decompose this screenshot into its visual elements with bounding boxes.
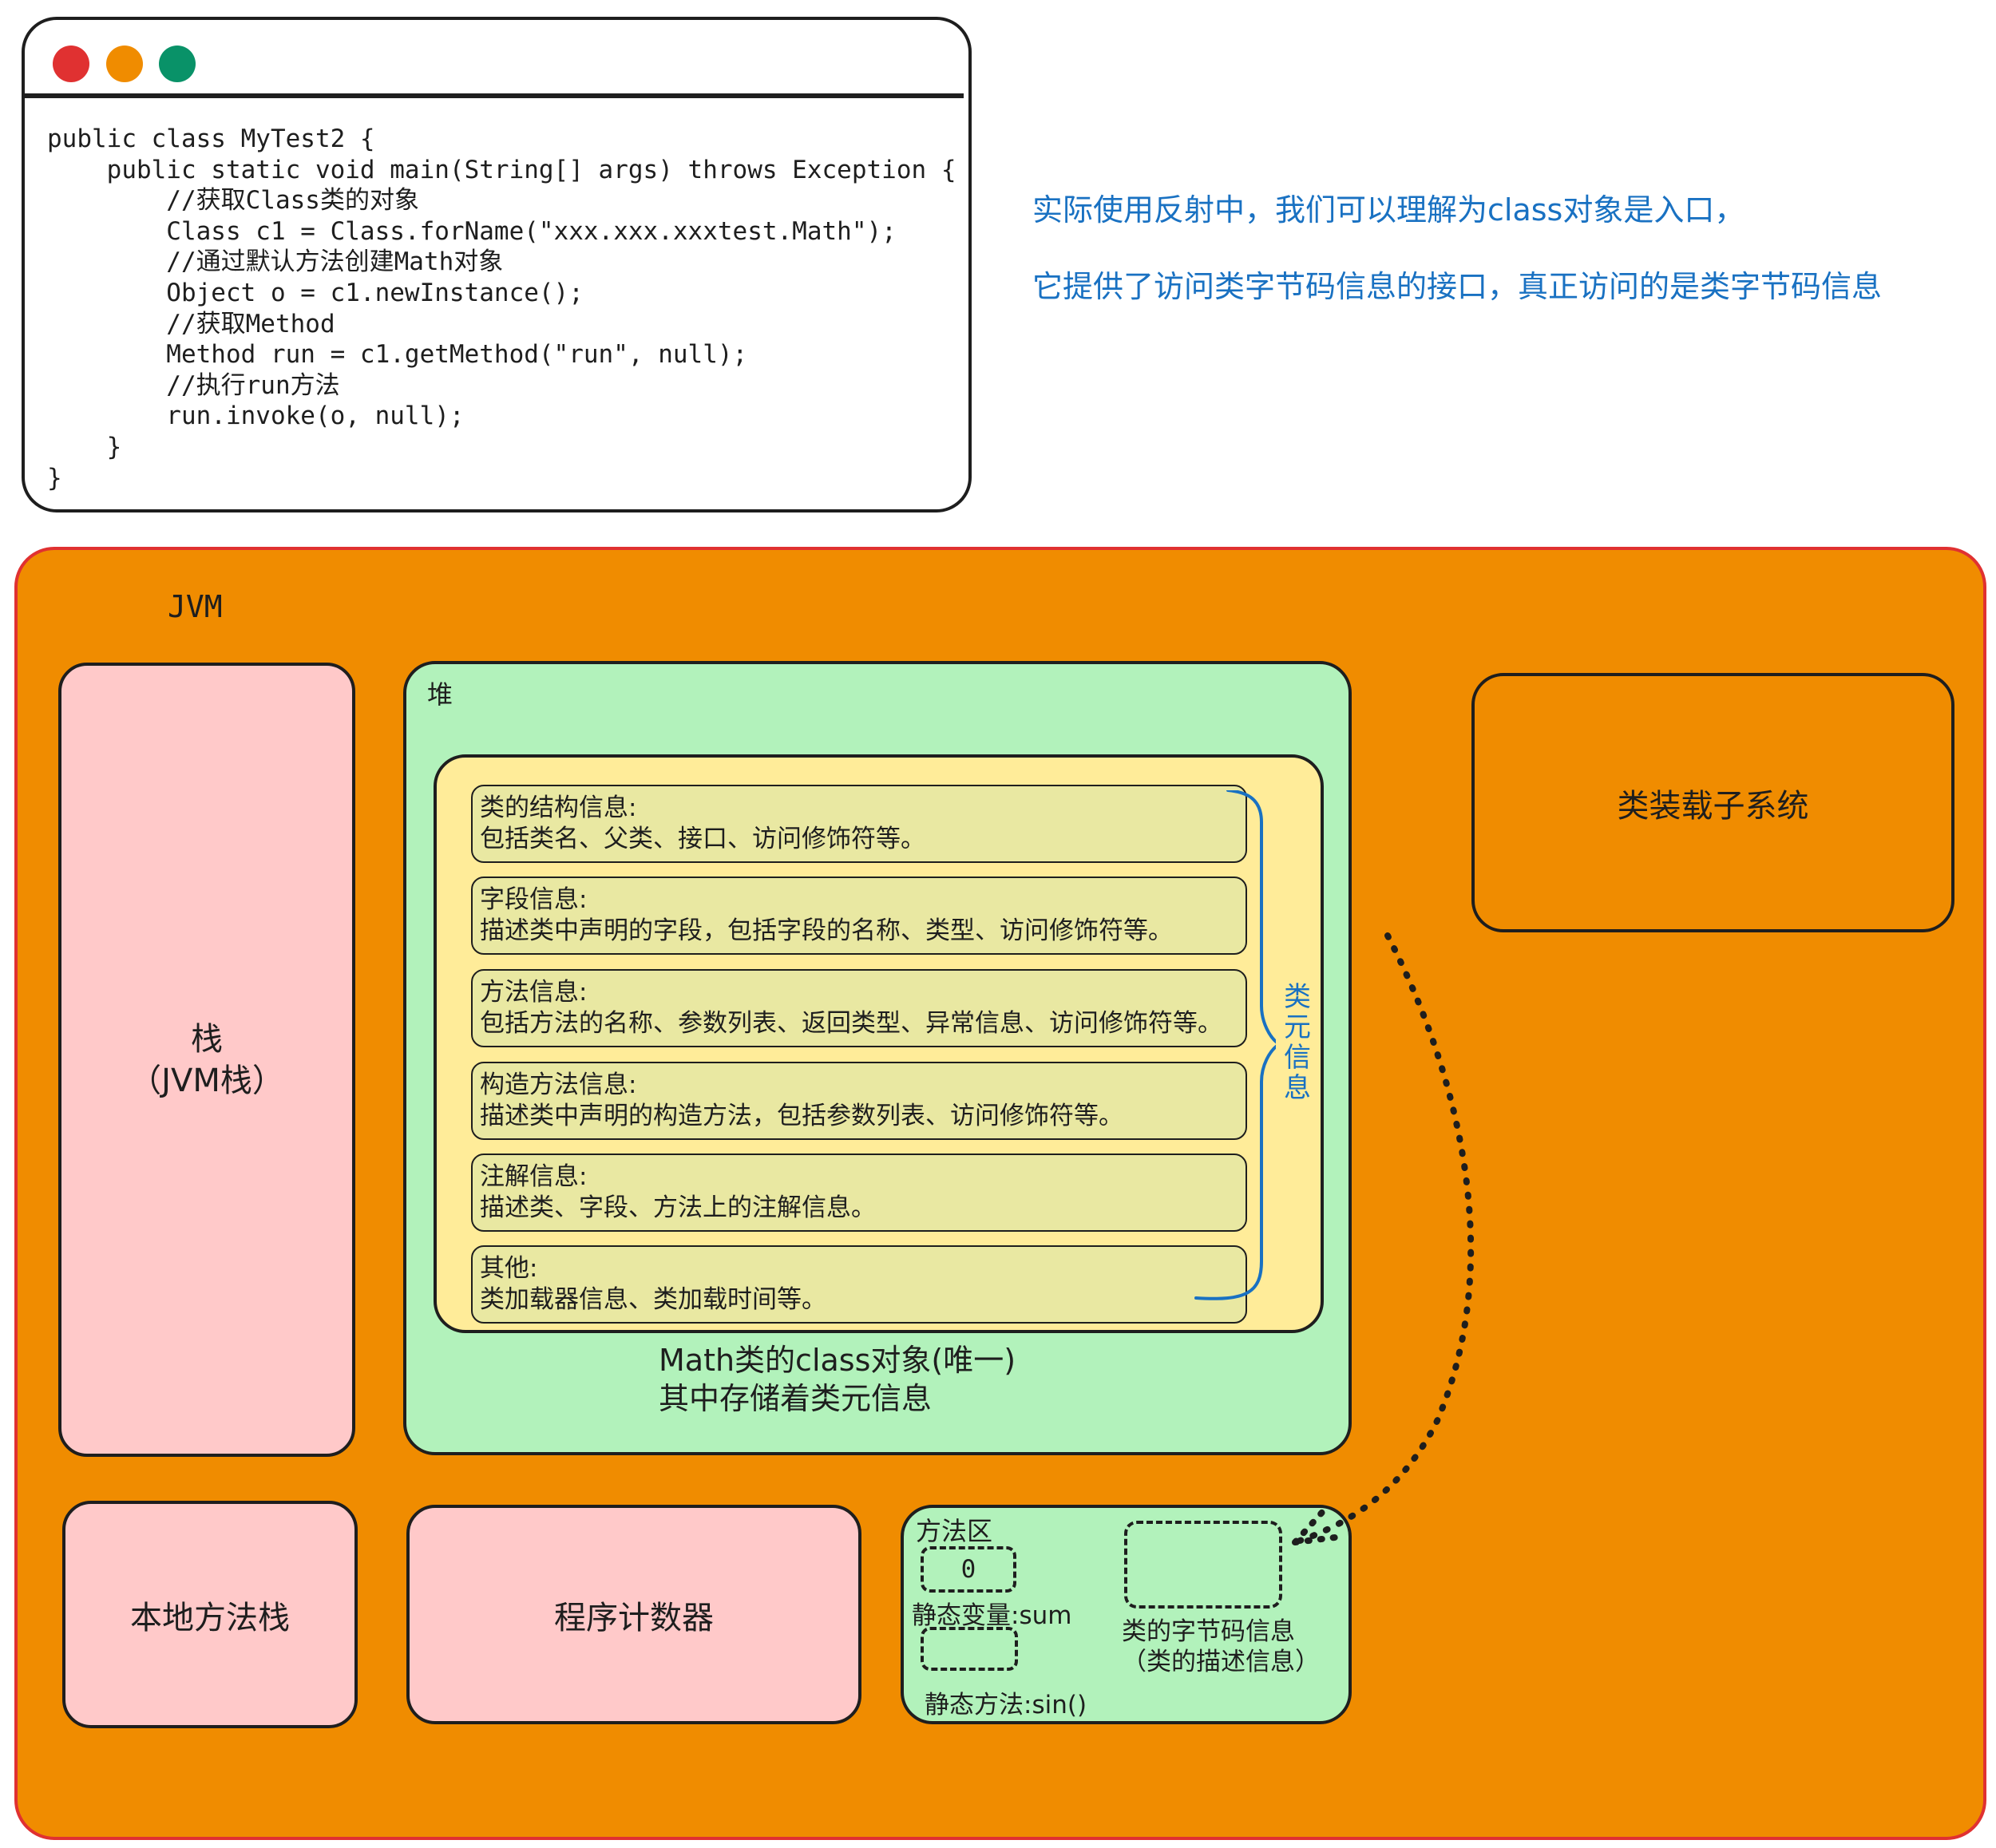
bytecode-info-label: 类的字节码信息 （类的描述信息） — [1122, 1617, 1320, 1677]
info-card-body: 包括方法的名称、参数列表、返回类型、异常信息、访问修饰符等。 — [480, 1009, 1222, 1038]
info-card-title: 类的结构信息: — [480, 793, 637, 822]
bytecode-info-box — [1124, 1521, 1282, 1609]
native-method-stack-region: 本地方法栈 — [62, 1501, 358, 1728]
code-line: //获取Class类的对象 — [47, 186, 419, 216]
info-card-body: 描述类中声明的字段，包括字段的名称、类型、访问修饰符等。 — [480, 916, 1173, 945]
class-object-caption: Math类的class对象(唯一) 其中存储着类元信息 — [659, 1341, 1016, 1418]
bytecode-info-line-2: （类的描述信息） — [1122, 1648, 1320, 1676]
code-line: } — [47, 432, 122, 461]
code-line: Class c1 = Class.forName("xxx.xxx.xxxtes… — [47, 216, 897, 246]
info-card-title: 其他: — [480, 1254, 538, 1283]
method-area-label: 方法区 — [916, 1516, 993, 1546]
bytecode-info-line-1: 类的字节码信息 — [1122, 1617, 1295, 1646]
info-card-annotations: 注解信息: 描述类、字段、方法上的注解信息。 — [471, 1154, 1247, 1232]
class-loader-subsystem-label: 类装载子系统 — [1617, 787, 1809, 825]
note-line-2: 它提供了访问类字节码信息的接口，真正访问的是类字节码信息 — [1032, 269, 1883, 304]
close-dot-icon — [53, 46, 89, 82]
code-line: public class MyTest2 { — [47, 125, 375, 153]
code-line: } — [47, 463, 62, 493]
static-variable-value: 0 — [960, 1555, 976, 1584]
code-window: public class MyTest2 { public static voi… — [22, 17, 972, 512]
maximize-dot-icon — [159, 46, 196, 82]
code-line: //通过默认方法创建Math对象 — [47, 247, 504, 277]
code-line: public static void main(String[] args) t… — [47, 155, 956, 184]
class-object-caption-line-2: 其中存储着类元信息 — [659, 1381, 933, 1416]
static-variable-box: 0 — [921, 1546, 1016, 1593]
program-counter-label: 程序计数器 — [554, 1599, 714, 1636]
info-card-fields: 字段信息: 描述类中声明的字段，包括字段的名称、类型、访问修饰符等。 — [471, 877, 1247, 955]
info-card-body: 描述类中声明的构造方法，包括参数列表、访问修饰符等。 — [480, 1102, 1123, 1130]
program-counter-region: 程序计数器 — [406, 1505, 861, 1724]
info-card-title: 注解信息: — [480, 1162, 588, 1191]
code-line: //获取Method — [47, 309, 335, 338]
info-card-title: 方法信息: — [480, 978, 588, 1007]
info-card-methods: 方法信息: 包括方法的名称、参数列表、返回类型、异常信息、访问修饰符等。 — [471, 969, 1247, 1047]
info-card-other: 其他: 类加载器信息、类加载时间等。 — [471, 1245, 1247, 1324]
class-object-caption-line-1: Math类的class对象(唯一) — [659, 1343, 1016, 1378]
jvm-label: JVM — [168, 589, 223, 624]
jvm-stack-label: 栈 （JVM栈） — [129, 1019, 284, 1102]
info-card-title: 构造方法信息: — [480, 1070, 637, 1099]
code-line: Object o = c1.newInstance(); — [47, 278, 584, 307]
code-line: //执行run方法 — [47, 370, 340, 400]
native-method-stack-label: 本地方法栈 — [130, 1599, 290, 1636]
static-method-label: 静态方法:sin() — [925, 1691, 1087, 1719]
info-card-body: 包括类名、父类、接口、访问修饰符等。 — [480, 825, 925, 853]
code-line: Method run = c1.getMethod("run", null); — [47, 340, 748, 370]
static-variable-label: 静态变量:sum — [912, 1601, 1072, 1630]
heap-label: 堆 — [427, 679, 453, 710]
code-block: public class MyTest2 { public static voi… — [47, 124, 956, 493]
stack-subtitle: （JVM栈） — [129, 1062, 284, 1099]
jvm-stack-region: 栈 （JVM栈） — [58, 663, 355, 1457]
class-loader-subsystem-region: 类装载子系统 — [1471, 673, 1954, 932]
meta-info-label: 类元信息 — [1284, 981, 1311, 1104]
stack-title: 栈 — [190, 1020, 223, 1058]
meta-brace-icon — [1194, 790, 1276, 1300]
info-card-body: 描述类、字段、方法上的注解信息。 — [480, 1193, 876, 1222]
info-card-body: 类加载器信息、类加载时间等。 — [480, 1285, 826, 1314]
minimize-dot-icon — [106, 46, 143, 82]
titlebar-divider — [25, 93, 964, 98]
info-card-constructors: 构造方法信息: 描述类中声明的构造方法，包括参数列表、访问修饰符等。 — [471, 1062, 1247, 1140]
static-method-box — [921, 1627, 1018, 1671]
info-card-title: 字段信息: — [480, 885, 588, 914]
code-line: run.invoke(o, null); — [47, 402, 465, 431]
info-card-class-structure: 类的结构信息: 包括类名、父类、接口、访问修饰符等。 — [471, 785, 1247, 863]
note-line-1: 实际使用反射中，我们可以理解为class对象是入口， — [1032, 192, 1745, 228]
